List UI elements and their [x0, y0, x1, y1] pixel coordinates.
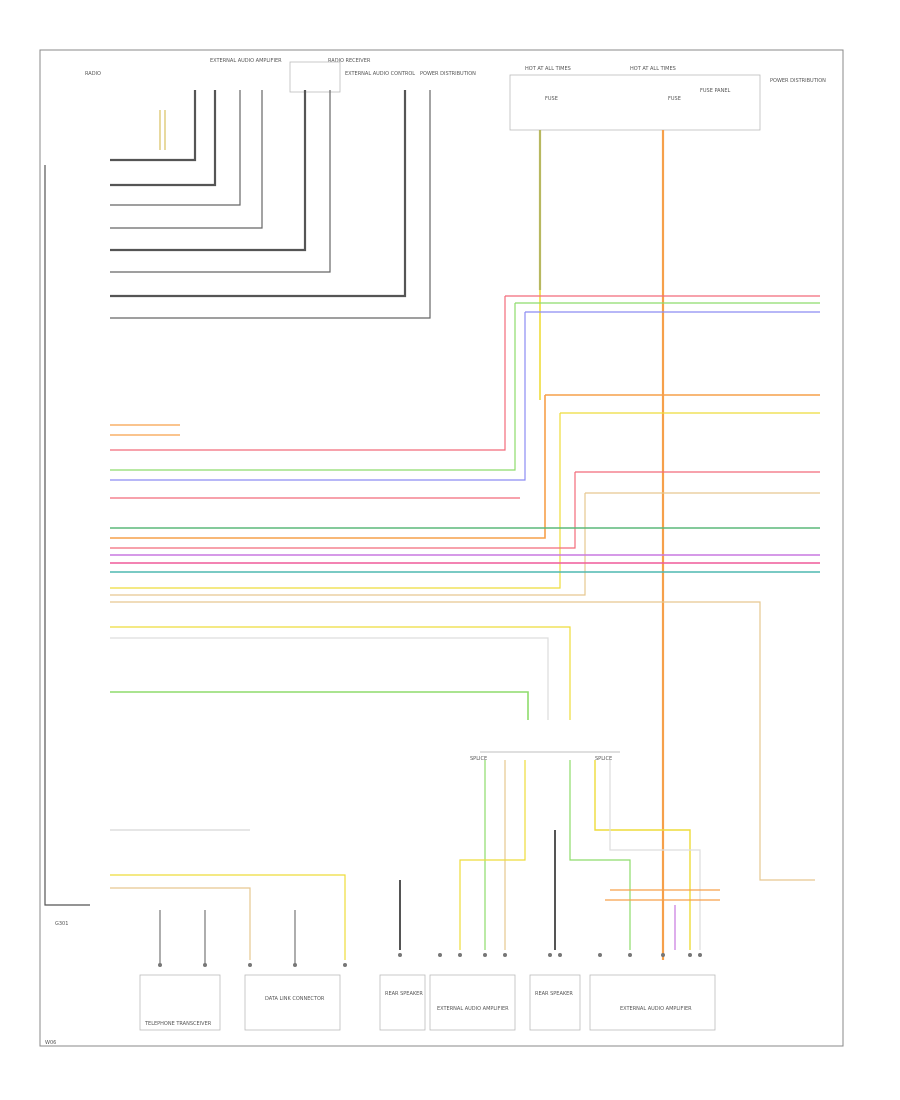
fuse-2-label: FUSE	[668, 96, 681, 102]
power-note-label: POWER DISTRIBUTION	[420, 71, 476, 77]
feed-yellow-a	[459, 760, 526, 950]
wire-dark-7	[110, 90, 407, 298]
wire-orange-1	[110, 394, 820, 539]
data-connector-label: DATA LINK CONNECTOR	[265, 996, 325, 1002]
wire-dark-4	[110, 90, 263, 229]
right-note-label: POWER DISTRIBUTION	[770, 78, 826, 84]
splice-1-label: SPLICE	[470, 756, 487, 762]
wire-white-1	[110, 637, 549, 720]
wire-connector-leads	[159, 910, 296, 965]
connector-pins	[158, 953, 702, 967]
bottom-left-code-label: W06	[45, 1040, 56, 1046]
wire-dark-2	[110, 90, 217, 187]
feed-yellow-b	[594, 760, 691, 950]
ext-audio-amp-2-label: EXTERNAL AUDIO AMPLIFIER	[620, 1006, 692, 1012]
wire-yellow-2	[110, 626, 571, 720]
top-block-c-label: RADIO RECEIVER	[328, 58, 371, 64]
diagram-frame	[39, 49, 844, 1047]
wire-red-2	[110, 471, 820, 549]
wire-blue-1	[110, 311, 820, 481]
fuse-block-b-label: HOT AT ALL TIMES	[630, 66, 676, 72]
wire-yellow-1	[110, 412, 820, 589]
wire-yellow-3	[110, 874, 346, 960]
wire-dark-1	[110, 90, 197, 162]
wire-dark-3	[110, 90, 241, 206]
top-block-a-label: EXTERNAL AUDIO AMPLIFIER	[210, 58, 282, 64]
feed-white-b	[609, 760, 701, 950]
rear-speaker-right-label: REAR SPEAKER	[535, 991, 573, 997]
fuse-panel-label: FUSE PANEL	[700, 88, 730, 94]
wire-orange-short	[110, 424, 180, 436]
wire-green-3	[110, 691, 529, 720]
telephone-module-box	[139, 974, 221, 1031]
receiver-box	[289, 61, 341, 93]
wire-tan-2	[110, 601, 815, 881]
telephone-module-label: TELEPHONE TRANSCEIVER	[144, 1021, 212, 1027]
wire-dark-6	[110, 90, 331, 273]
wire-green-1	[110, 302, 820, 471]
rear-speaker-left-label: REAR SPEAKER	[385, 991, 423, 997]
ext-audio-amp-2-box	[589, 974, 716, 1031]
fuse-1-label: FUSE	[545, 96, 558, 102]
wire-dark-5	[110, 90, 307, 252]
wire-shield	[159, 110, 166, 150]
feed-orange-right	[605, 889, 720, 901]
fuse-panel-box	[509, 74, 761, 131]
splice-2-label: SPLICE	[595, 756, 612, 762]
ground-line	[44, 165, 90, 906]
feed-green-b	[569, 760, 631, 950]
ground-tag-label: G301	[55, 921, 68, 927]
top-block-b-label: EXTERNAL AUDIO CONTROL	[345, 71, 415, 77]
data-connector-box	[244, 974, 341, 1031]
rear-speaker-right-box	[529, 974, 581, 1031]
rear-speaker-left-box	[379, 974, 426, 1031]
wire-red-1	[110, 295, 820, 451]
fuse-block-a-label: HOT AT ALL TIMES	[525, 66, 571, 72]
ext-audio-amp-1-box	[429, 974, 516, 1031]
left-note-label: RADIO	[85, 71, 101, 77]
wire-tan-3	[110, 887, 251, 960]
ext-audio-amp-1-label: EXTERNAL AUDIO AMPLIFIER	[437, 1006, 509, 1012]
wire-tan-1	[110, 492, 820, 596]
wire-dark-8	[110, 90, 431, 319]
